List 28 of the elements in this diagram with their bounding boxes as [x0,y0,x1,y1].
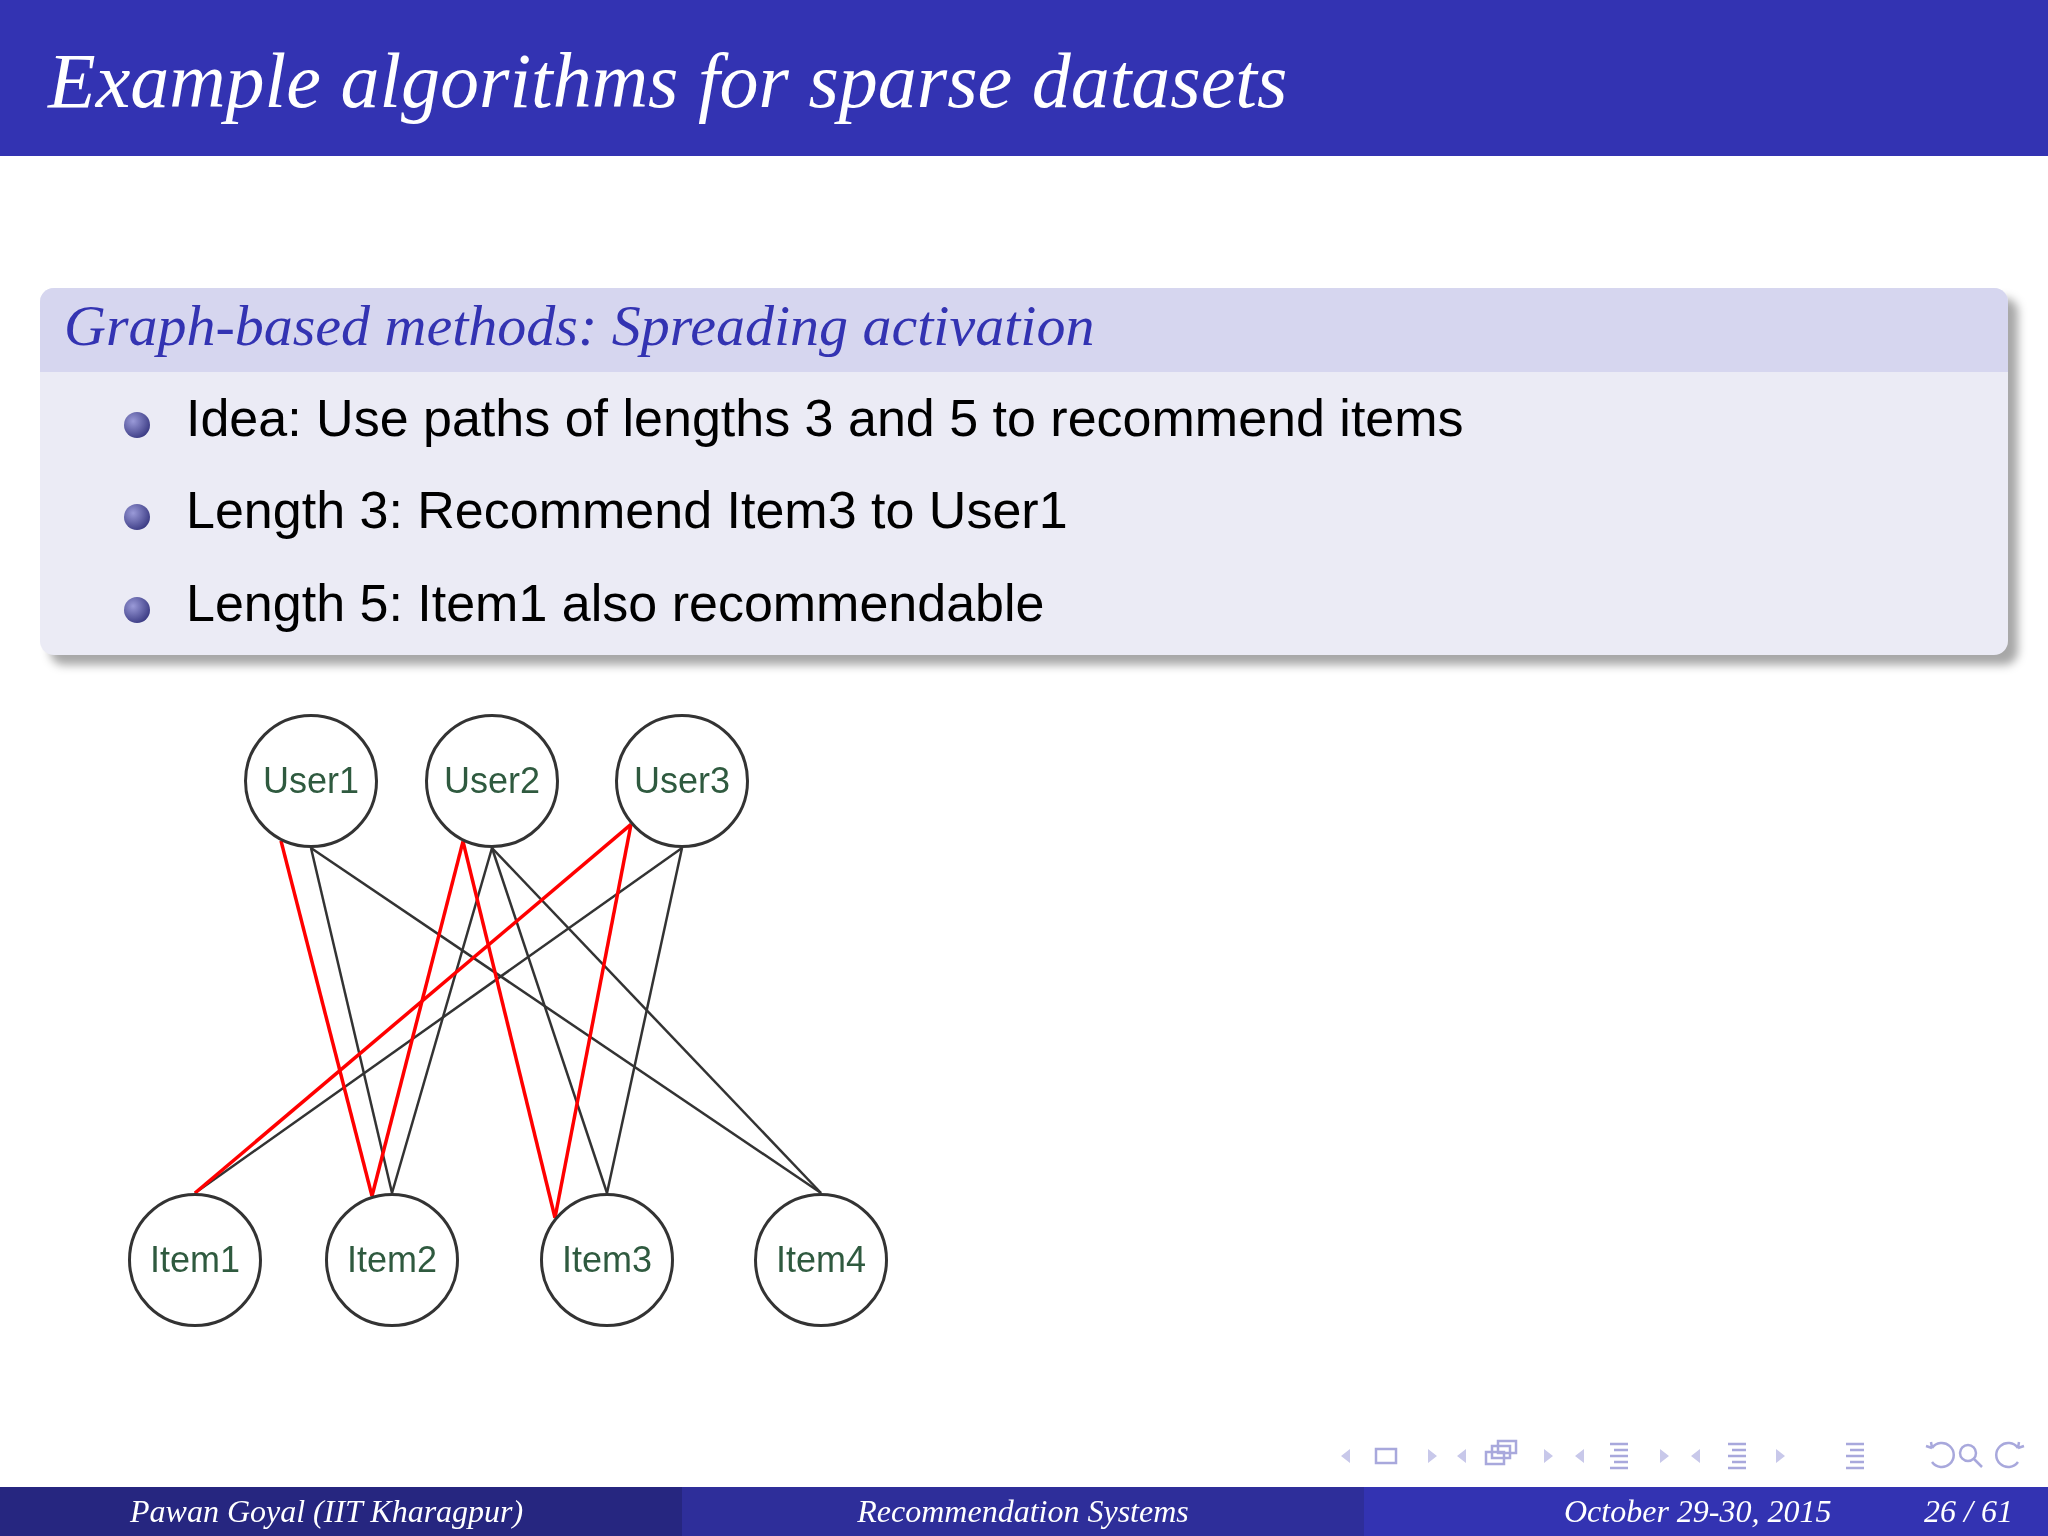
graph-edge-line [491,847,822,1194]
highlighted-path-line [370,840,465,1197]
node-label: Item4 [775,1239,866,1281]
footer-text: October 29-30, 2015 [1564,1493,1832,1530]
footer-text: 26 / 61 [1924,1493,2013,1530]
node-label: Item3 [561,1239,652,1281]
footer-text: Pawan Goyal (IIT Kharagpur) [130,1493,524,1530]
node-label: User2 [444,760,540,802]
content-block [40,288,2008,655]
graph-edge-line [490,847,609,1194]
graph-edge-line [310,846,822,1195]
highlighted-path-line [279,840,374,1197]
bullet-text: Length 5: Item1 also recommendable [186,573,1045,633]
graph-edge-line [605,847,684,1194]
node-label: Item1 [149,1239,240,1281]
graph-edge-line [309,847,394,1194]
node-label: Item2 [346,1239,437,1281]
node-label: User3 [634,760,730,802]
highlighted-path-line [553,824,633,1219]
footer-text: Recommendation Systems [856,1493,1190,1530]
highlighted-path-line [461,841,557,1219]
graph-edge-line [390,847,494,1194]
node-label: User1 [263,760,359,802]
bullet-text: Length 3: Recommend Item3 to User1 [186,480,1068,540]
bullet-text: Idea: Use paths of lengths 3 and 5 to recommend items [186,388,1464,448]
highlighted-path-line [193,823,633,1195]
block-heading: Graph-based methods: Spreading activation [64,292,1095,359]
slide-title: Example algorithms for sparse datasets [48,36,1288,126]
